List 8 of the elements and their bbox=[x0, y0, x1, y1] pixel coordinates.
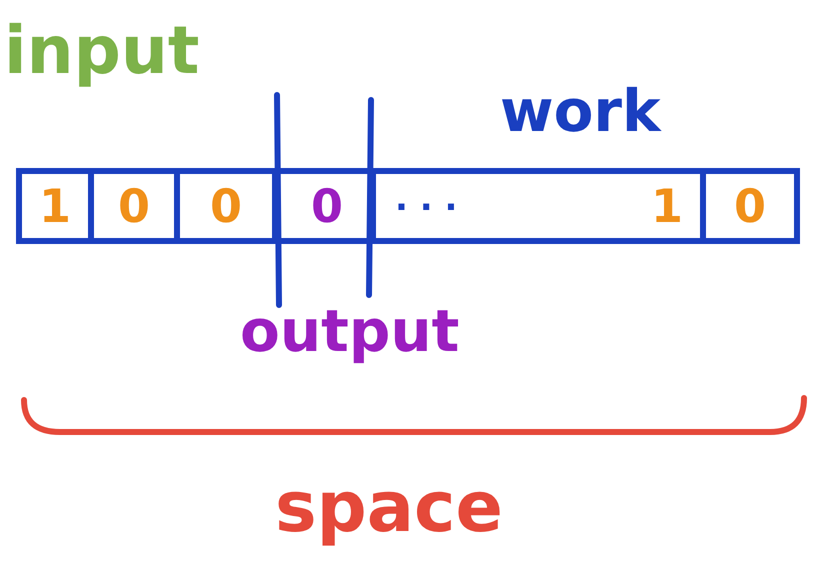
tape-cell: 0 bbox=[706, 174, 794, 238]
tape-cell: 1 bbox=[634, 174, 706, 238]
text-label: work bbox=[500, 82, 661, 140]
tape-cell: 0 bbox=[180, 174, 278, 238]
tape-cell: 0 bbox=[284, 174, 376, 238]
ellipsis: . . . bbox=[395, 182, 458, 216]
tape-cell: 0 bbox=[94, 174, 180, 238]
tape-cell: 1 bbox=[22, 174, 94, 238]
